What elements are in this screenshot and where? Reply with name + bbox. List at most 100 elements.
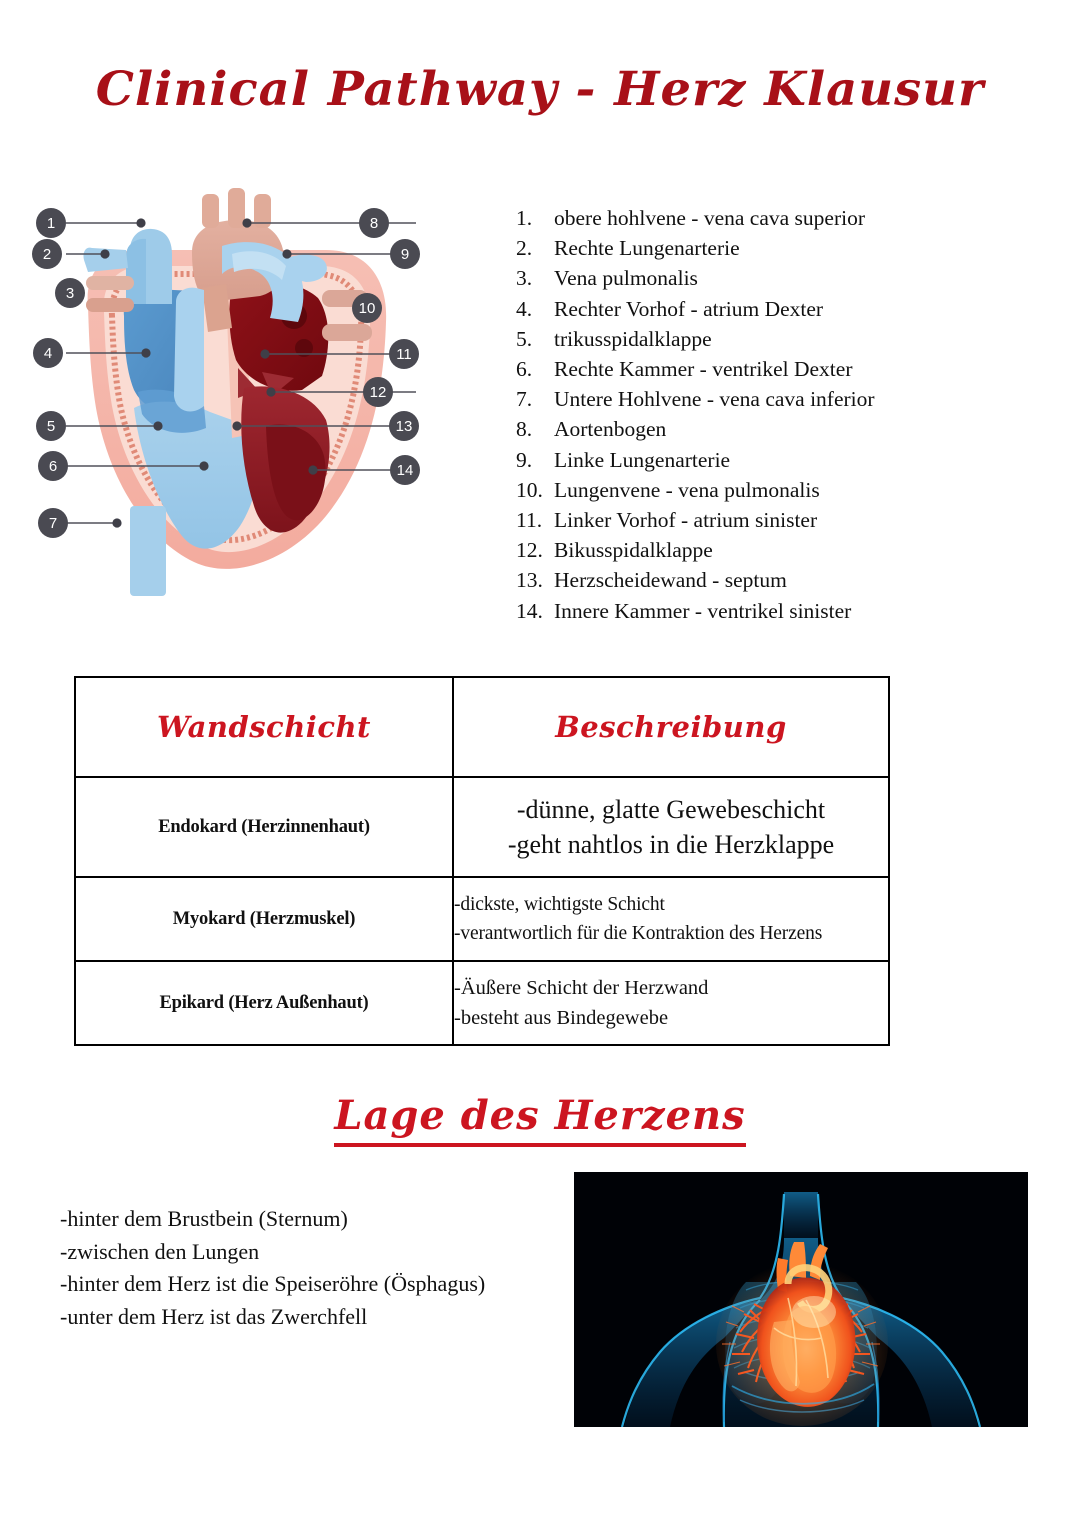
list-item-label: Rechter Vorhof - atrium Dexter (554, 296, 824, 321)
svg-text:13: 13 (396, 418, 413, 435)
position-bullet-list: -hinter dem Brustbein (Sternum) -zwische… (60, 1203, 580, 1333)
page-title: Clinical Pathway - Herz Klausur (95, 62, 985, 117)
list-item-label: Aortenbogen (554, 417, 667, 442)
heart-callout-4: 4 (33, 338, 63, 368)
heart-callout-9: 9 (390, 239, 420, 269)
section-heading-label: Lage des Herzens (334, 1092, 746, 1147)
list-item-number: 1. (516, 206, 533, 230)
list-item: 6. Rechte Kammer - ventrikel Dexter (516, 354, 946, 384)
heart-callout-14: 14 (390, 455, 420, 485)
list-item: 10. Lungenvene - vena pulmonalis (516, 475, 946, 505)
list-item: 13. Herzscheidewand - septum (516, 565, 946, 595)
list-item-number: 11. (516, 508, 543, 533)
list-item-number: 3. (516, 266, 533, 291)
list-item: 9. Linke Lungenarterie (516, 445, 946, 475)
table-row: Myokard (Herzmuskel) -dickste, wichtigst… (74, 876, 890, 962)
list-item-label: Rechte Kammer - ventrikel Dexter (554, 357, 853, 382)
list-item-number: 14. (516, 598, 543, 623)
list-item-label: Linker Vorhof - atrium sinister (554, 508, 818, 533)
layer-description: -dünne, glatte Gewebeschicht -geht nahtl… (452, 776, 890, 878)
svg-text:4: 4 (44, 345, 52, 362)
list-item-label: Linke Lungenarterie (554, 447, 731, 472)
description-line: -dickste, wichtigste Schicht (454, 894, 665, 915)
list-item-number: 5. (516, 326, 533, 351)
anatomy-legend-list: 1. obere hohlvene - vena cava superior 2… (516, 203, 946, 626)
list-item: 3. Vena pulmonalis (516, 263, 946, 293)
table-corner-artifact (74, 1034, 108, 1046)
list-item: 11. Linker Vorhof - atrium sinister (516, 505, 946, 535)
description-line: -dünne, glatte Gewebeschicht (516, 795, 826, 824)
layer-description: -dickste, wichtigste Schicht -verantwort… (452, 876, 890, 962)
heart-callout-7: 7 (38, 508, 68, 538)
list-item-label: Innere Kammer - ventrikel sinister (554, 598, 852, 623)
svg-text:12: 12 (370, 384, 387, 401)
list-item-label: Lungenvene - vena pulmonalis (554, 477, 820, 502)
layer-name: Endokard (Herzinnenhaut) (74, 776, 454, 878)
heart-callout-5: 5 (36, 411, 66, 441)
column-header-description: Beschreibung (452, 676, 890, 778)
list-item-label: Untere Hohlvene - vena cava inferior (554, 387, 875, 412)
svg-text:8: 8 (370, 215, 378, 232)
list-item: 14. Innere Kammer - ventrikel sinister (516, 596, 946, 626)
svg-text:5: 5 (47, 418, 55, 435)
heart-callout-12: 12 (363, 377, 393, 407)
list-item-label: Vena pulmonalis (554, 266, 698, 291)
heart-callout-11: 11 (389, 339, 419, 369)
layer-description: -Äußere Schicht der Herzwand -besteht au… (452, 960, 890, 1046)
description-line: -verantwortlich für die Kontraktion des … (454, 923, 823, 944)
heart-callout-6: 6 (38, 451, 68, 481)
list-item-number: 7. (516, 387, 533, 412)
list-item-label: obere hohlvene - vena cava superior (554, 206, 866, 230)
heart-callout-2: 2 (32, 239, 62, 269)
table-header-row: Wandschicht Beschreibung (74, 676, 890, 778)
layer-name: Epikard (Herz Außenhaut) (74, 960, 454, 1046)
description-line: -besteht aus Bindegewebe (454, 1007, 669, 1029)
list-item: 8. Aortenbogen (516, 414, 946, 444)
torso-heart-image (574, 1172, 1028, 1427)
section-heading-position: Lage des Herzens (0, 1092, 1080, 1147)
list-item: 4. Rechter Vorhof - atrium Dexter (516, 294, 946, 324)
heart-callout-13: 13 (389, 411, 419, 441)
description-line: -Äußere Schicht der Herzwand (454, 977, 709, 999)
list-item-number: 13. (516, 568, 543, 593)
position-line: -hinter dem Herz ist die Speiseröhre (Ös… (60, 1271, 486, 1296)
column-header-layer: Wandschicht (74, 676, 454, 778)
svg-text:9: 9 (401, 246, 409, 263)
list-item-label: trikusspidalklappe (554, 326, 712, 351)
list-item-number: 9. (516, 447, 533, 472)
list-item: 5. trikusspidalklappe (516, 324, 946, 354)
list-item: 2. Rechte Lungenarterie (516, 233, 946, 263)
position-line: -unter dem Herz ist das Zwerchfell (60, 1303, 368, 1329)
table-row: Epikard (Herz Außenhaut) -Äußere Schicht… (74, 960, 890, 1046)
heart-callout-8: 8 (359, 208, 389, 238)
list-item-number: 6. (516, 357, 533, 382)
svg-text:11: 11 (396, 346, 412, 363)
svg-text:6: 6 (49, 458, 57, 475)
layer-name: Myokard (Herzmuskel) (74, 876, 454, 962)
heart-callout-1: 1 (36, 208, 66, 238)
description-line: -geht nahtlos in die Herzklappe (507, 830, 835, 859)
wall-layers-table: Wandschicht Beschreibung Endokard (Herzi… (74, 676, 890, 1046)
list-item-number: 8. (516, 417, 533, 442)
svg-text:7: 7 (49, 515, 57, 532)
svg-text:10: 10 (359, 300, 376, 317)
heart-callout-10: 10 (352, 293, 382, 323)
list-item-number: 4. (516, 296, 533, 321)
list-item: 1. obere hohlvene - vena cava superior (516, 203, 946, 233)
heart-anatomy-diagram: 1 2 3 4 5 6 7 8 9 (26, 176, 456, 596)
position-line: -zwischen den Lungen (60, 1238, 260, 1264)
heart-callout-3: 3 (55, 278, 85, 308)
list-item-number: 10. (516, 477, 543, 502)
position-line: -hinter dem Brustbein (Sternum) (60, 1206, 348, 1231)
list-item: 7. Untere Hohlvene - vena cava inferior (516, 384, 946, 414)
list-item-number: 12. (516, 538, 543, 563)
list-item-number: 2. (516, 236, 533, 261)
list-item-label: Rechte Lungenarterie (554, 236, 740, 261)
list-item: 12. Bikusspidalklappe (516, 535, 946, 565)
svg-text:3: 3 (66, 285, 74, 302)
svg-text:2: 2 (43, 246, 51, 263)
list-item-label: Bikusspidalklappe (554, 538, 713, 563)
svg-text:1: 1 (47, 215, 55, 232)
list-item-label: Herzscheidewand - septum (554, 568, 787, 593)
table-row: Endokard (Herzinnenhaut) -dünne, glatte … (74, 776, 890, 878)
